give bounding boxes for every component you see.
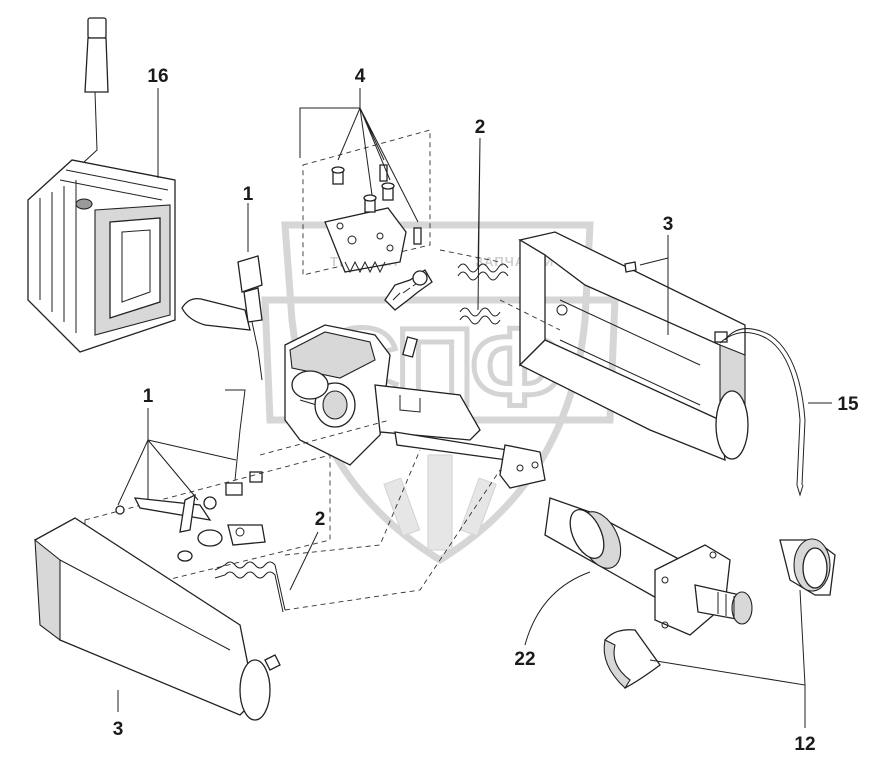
callout-1-upper: 1 [243,184,254,205]
cover-upper [518,231,749,462]
callout-3-upper: 3 [663,214,674,235]
bushing-upper [779,538,836,596]
callout-2-upper: 2 [475,117,486,138]
bushing-lower [603,629,661,689]
callout-2-lower: 2 [315,509,326,530]
callout-1-lower: 1 [143,386,154,407]
spring-upper [457,263,509,325]
boot-assembly [27,17,176,353]
shaft-tube [544,497,753,636]
leader-lines [117,88,832,728]
shift-lever [181,255,263,496]
lower-linkage [84,454,331,601]
callouts: 16 4 2 1 3 15 1 2 3 22 12 [113,66,859,755]
dashed-guides [259,249,561,611]
cover-lower [34,517,281,721]
callout-3-lower: 3 [113,719,124,740]
spring-lower [214,561,286,613]
callout-16: 16 [147,66,168,87]
callout-22: 22 [514,649,535,670]
shifter-housing [284,324,546,489]
callout-4: 4 [355,66,366,87]
callout-12: 12 [794,734,815,755]
cable-tie [719,328,806,497]
callout-15: 15 [837,394,859,415]
watermark-wheat-icon [383,454,497,551]
